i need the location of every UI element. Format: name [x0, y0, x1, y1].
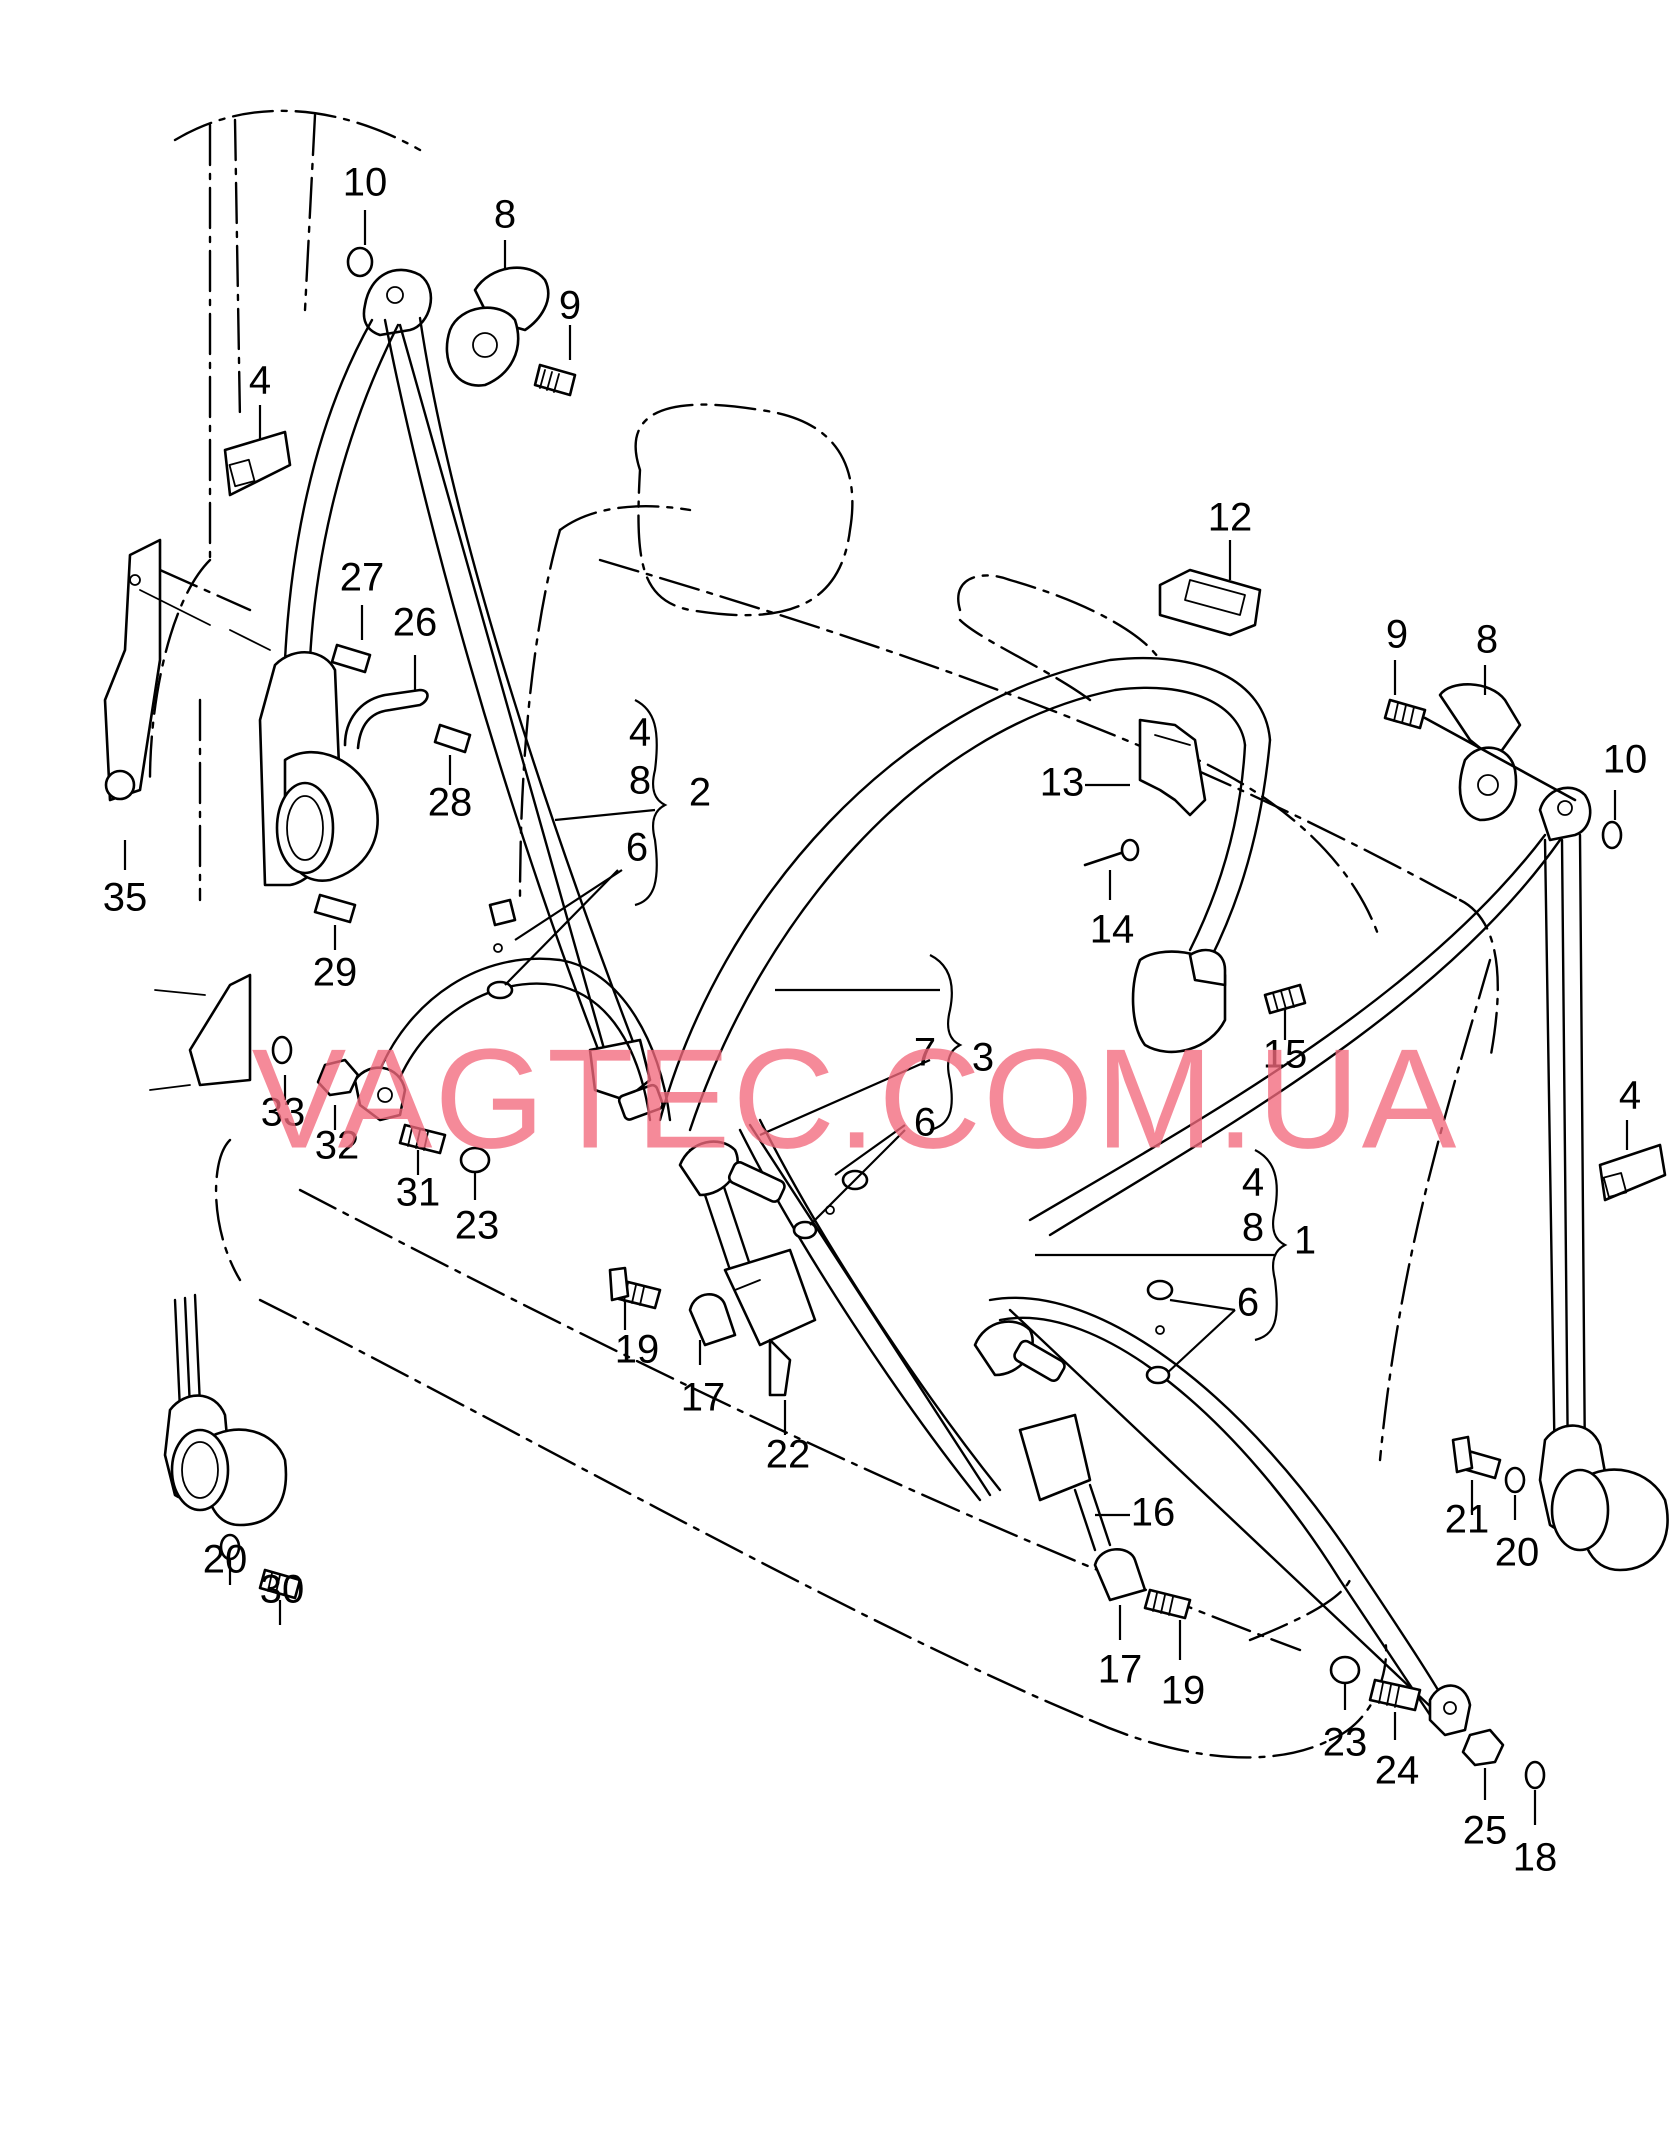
left-belt-assembly [103, 246, 664, 1121]
callout-16: 16 [1131, 1491, 1176, 1535]
callout-8: 8 [494, 193, 516, 237]
callout-2: 2 [689, 771, 711, 815]
callout-29: 29 [313, 951, 358, 995]
callout-4: 4 [249, 359, 271, 403]
callout-1: 1 [1294, 1219, 1316, 1263]
callout-4: 4 [1619, 1074, 1641, 1118]
callout-14: 14 [1090, 908, 1135, 952]
callout-30: 30 [260, 1568, 305, 1612]
callout-10: 10 [343, 161, 388, 205]
callout-21: 21 [1445, 1498, 1490, 1542]
leader-lines [123, 210, 1629, 1825]
callout-7: 7 [914, 1031, 936, 1075]
callout-6: 6 [1237, 1281, 1259, 1325]
callout-17: 17 [1098, 1648, 1143, 1692]
callout-23: 23 [455, 1204, 500, 1248]
lower-left-retractor [163, 1293, 302, 1600]
callout-26: 26 [393, 601, 438, 645]
center-lap-belt [658, 568, 1307, 1502]
callout-28: 28 [428, 781, 473, 825]
callout-10: 10 [1603, 738, 1648, 782]
callout-12: 12 [1208, 496, 1253, 540]
callout-8: 8 [1476, 618, 1498, 662]
callout-32: 32 [315, 1124, 360, 1168]
callout-8: 8 [1242, 1206, 1264, 1250]
callout-labels: 10 8 9 4 27 26 28 35 29 4 8 2 6 33 32 31… [103, 161, 1648, 1880]
callout-19: 19 [1161, 1669, 1206, 1713]
callout-22: 22 [766, 1433, 811, 1477]
callout-19: 19 [615, 1328, 660, 1372]
callout-15: 15 [1263, 1033, 1308, 1077]
callout-25: 25 [1463, 1809, 1508, 1853]
callout-31: 31 [396, 1171, 441, 1215]
callout-9: 9 [1386, 613, 1408, 657]
callout-33: 33 [261, 1091, 306, 1135]
right-belt-assembly [973, 683, 1669, 1790]
callout-4: 4 [1242, 1161, 1264, 1205]
callout-6: 6 [626, 826, 648, 870]
callout-20: 20 [203, 1538, 248, 1582]
callout-18: 18 [1513, 1836, 1558, 1880]
callout-13: 13 [1040, 761, 1085, 805]
callout-35: 35 [103, 876, 148, 920]
callout-3: 3 [972, 1036, 994, 1080]
callout-23: 23 [1323, 1721, 1368, 1765]
watermark-text: VAGTEC.COM.UA [252, 1020, 1459, 1179]
callout-17: 17 [681, 1376, 726, 1420]
callout-24: 24 [1375, 1749, 1420, 1793]
center-left-buckle [149, 898, 817, 1397]
callout-6: 6 [914, 1101, 936, 1145]
callout-4: 4 [629, 711, 651, 755]
callout-20: 20 [1495, 1531, 1540, 1575]
callout-8: 8 [629, 759, 651, 803]
callout-27: 27 [340, 556, 385, 600]
callout-9: 9 [559, 284, 581, 328]
